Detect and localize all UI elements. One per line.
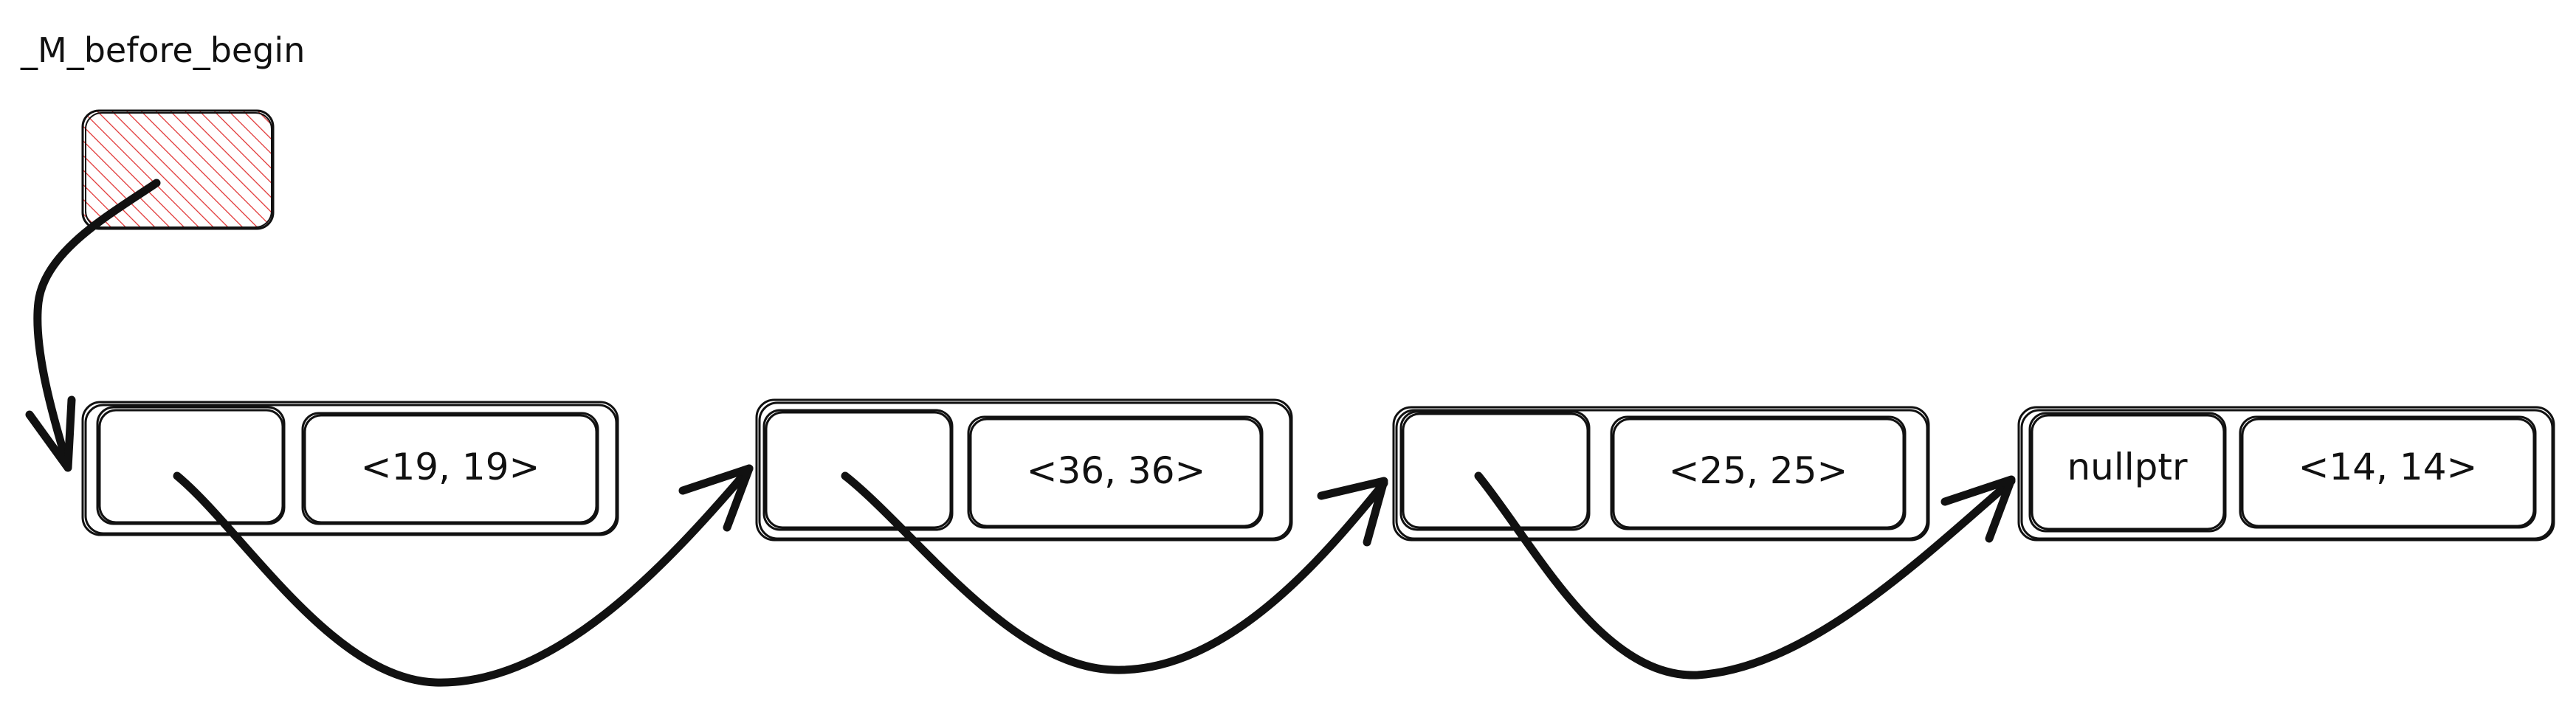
node-2-value-text: <36, 36>	[1027, 449, 1206, 492]
list-node-2: <36, 36>	[755, 398, 1293, 542]
node-1-value-text: <19, 19>	[361, 446, 540, 488]
arrow-node-3-to-node-4	[1474, 471, 2016, 679]
node-3-next-field	[1399, 410, 1591, 531]
node-3-value-text: <25, 25>	[1669, 449, 1848, 492]
node-4-value-field	[2239, 415, 2537, 529]
node-3-value-field	[1610, 415, 1907, 530]
node-1-next-field	[96, 406, 286, 525]
arrow-node-2-to-node-3	[841, 471, 1388, 674]
list-node-1: <19, 19>	[81, 401, 619, 536]
node-4-next-field	[2028, 412, 2227, 533]
node-4-value-text: <14, 14>	[2298, 446, 2478, 488]
arrow-node-1-to-node-2	[173, 464, 754, 687]
node-4-next-text: nullptr	[2067, 446, 2188, 488]
node-1-value-field	[301, 412, 599, 525]
node-2-next-field	[762, 409, 954, 531]
head-pointer-label: _M_before_begin	[20, 30, 305, 70]
list-node-4: nullptr <14, 14>	[2017, 406, 2555, 542]
arrow-head-to-node-1	[25, 179, 161, 472]
node-2-value-field	[967, 415, 1264, 529]
list-node-3: <25, 25>	[1392, 406, 1930, 542]
